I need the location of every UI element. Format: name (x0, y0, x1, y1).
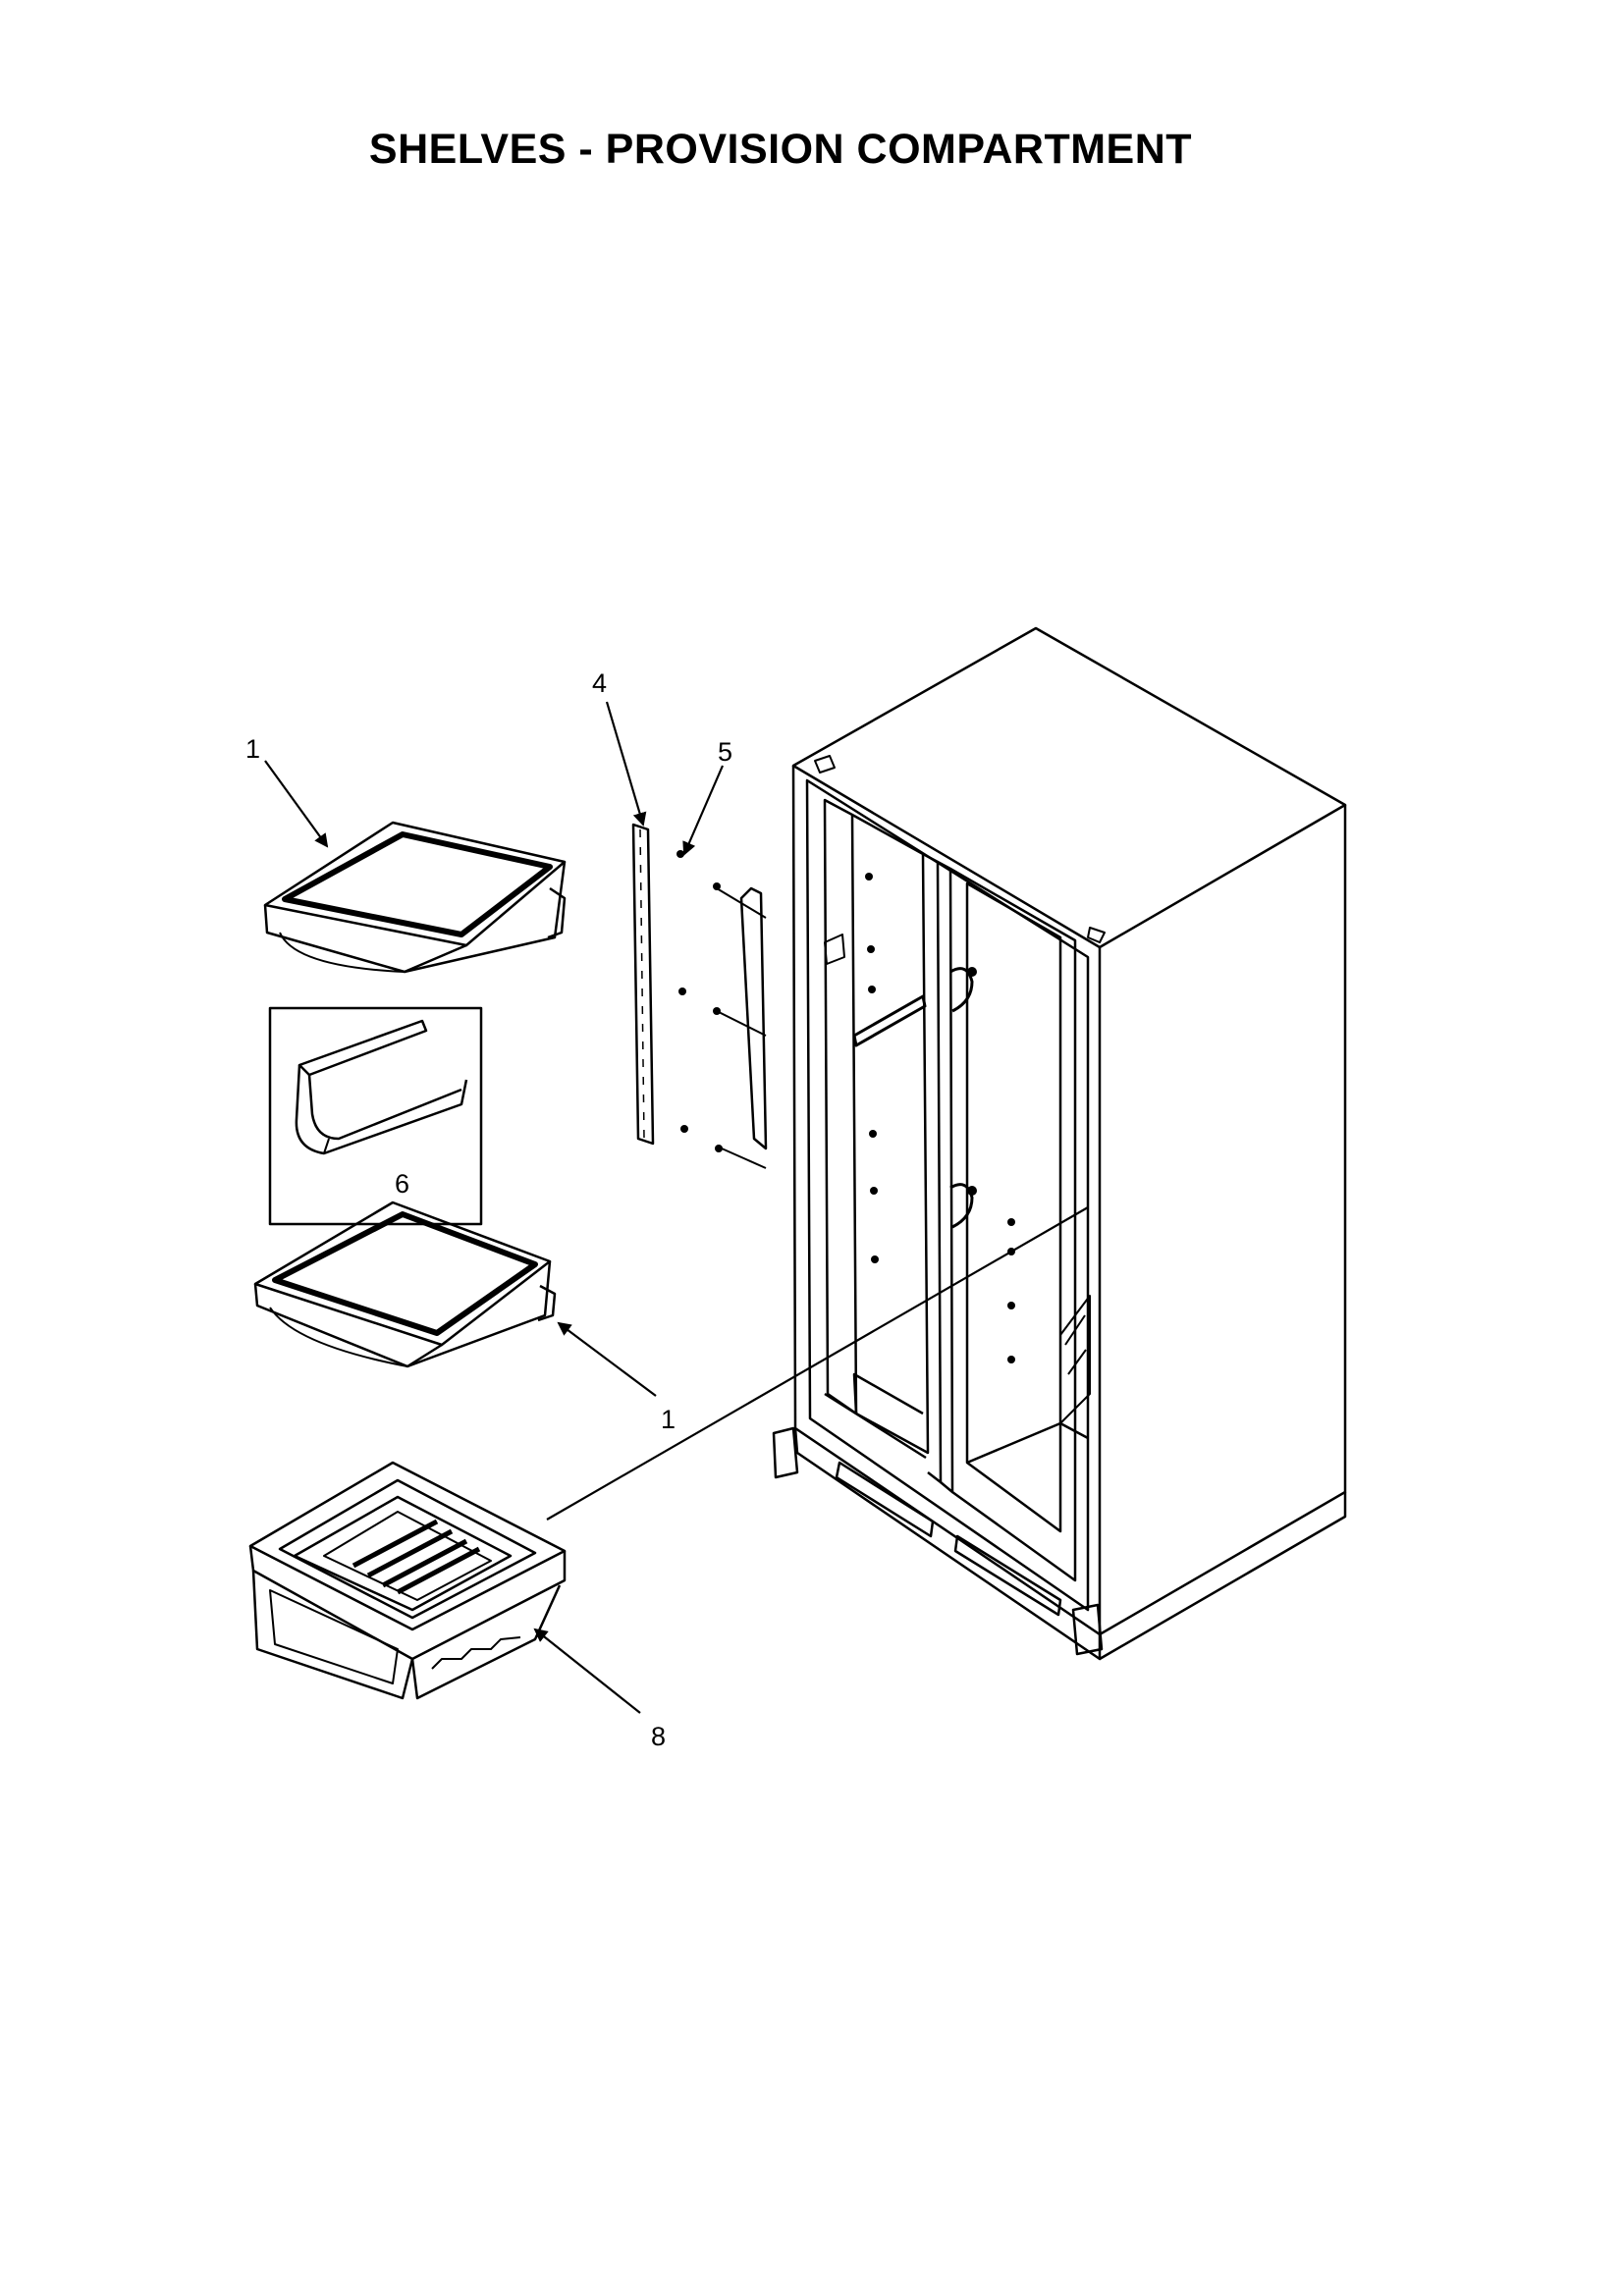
page-title: SHELVES - PROVISION COMPARTMENT (368, 126, 1193, 173)
shelf-rails (631, 823, 768, 1169)
leader-drawer-to-cabinet (546, 1206, 1089, 1521)
cabinet-holes (865, 873, 1015, 1363)
callout-crisper-drawer: 8 (651, 1722, 666, 1751)
leader-rail (605, 701, 647, 827)
leader-crisper-drawer (533, 1628, 641, 1714)
callout-shelf-middle: 1 (661, 1405, 676, 1434)
crisper-drawer (248, 1461, 567, 1700)
callout-screw: 5 (718, 737, 732, 767)
middle-shelf (253, 1201, 557, 1368)
callout-rail: 4 (592, 668, 607, 698)
callout-shelf-support: 6 (395, 1169, 409, 1199)
top-shelf (263, 821, 567, 974)
leader-shelf-middle (557, 1321, 657, 1397)
refrigerator-cabinet (772, 626, 1347, 1661)
leader-screw (682, 765, 725, 856)
screws (676, 850, 723, 1152)
callout-shelf-top: 1 (245, 734, 260, 764)
shelf-support-inset (268, 1006, 483, 1226)
leader-shelf-top (264, 760, 329, 848)
leader-lines (264, 701, 1089, 1714)
